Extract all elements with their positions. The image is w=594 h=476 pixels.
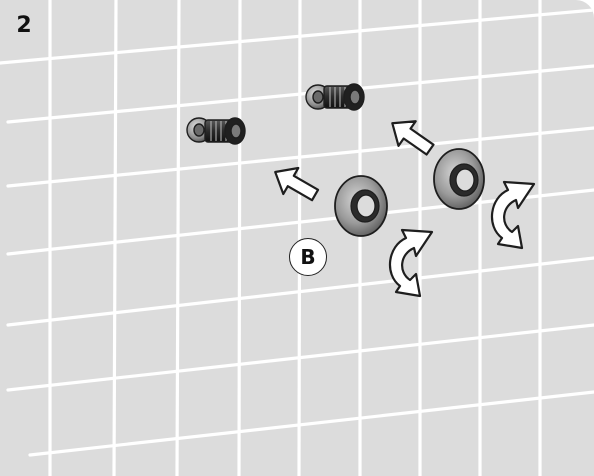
rotate-arrow-icon [490,180,536,250]
callout-label: B [289,238,327,276]
wall-rosette-right [433,148,485,210]
step-number: 2 [0,0,48,50]
rotate-arrow-icon [388,228,434,298]
wall-rosette-left [334,175,388,237]
pipe-fitting-right [305,83,365,111]
move-arrow-icon [274,166,320,202]
move-arrow-icon [391,120,435,156]
pipe-fitting-left [186,117,246,145]
